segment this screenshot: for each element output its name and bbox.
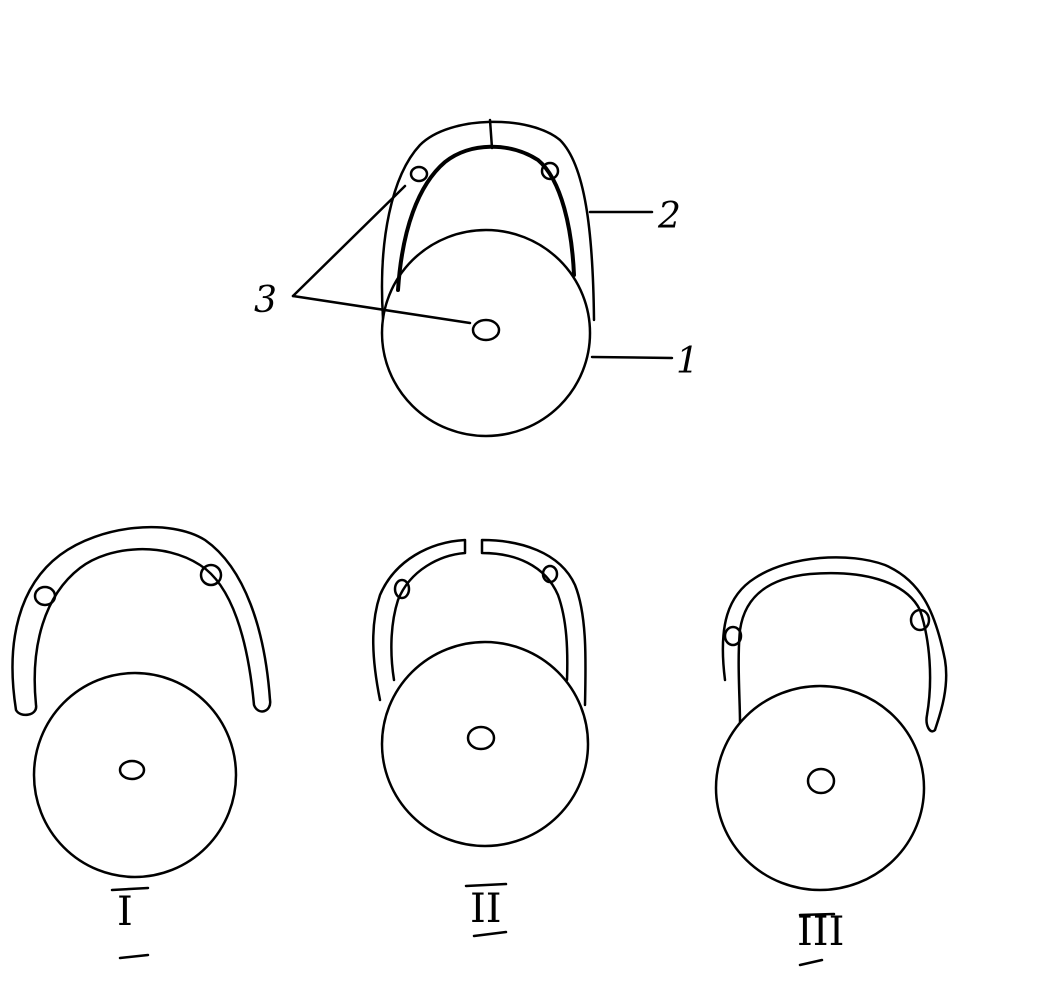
leader-1 [590, 355, 674, 360]
variant-1-label: I [117, 889, 133, 935]
leader-3a [291, 184, 407, 298]
disc-center-hole [471, 318, 501, 342]
variant-2-overline [464, 882, 508, 888]
arch-hole-right [540, 161, 560, 181]
variant-1-arch-hole-right [199, 563, 223, 587]
variant-1-disc [32, 671, 238, 879]
variant-2-disc [380, 640, 590, 848]
variant-3-center-hole [806, 767, 836, 795]
variant-1: I [11, 525, 272, 960]
label-1: 1 [676, 341, 699, 382]
variant-2: II [371, 538, 590, 938]
variant-3-arch [721, 556, 948, 733]
variant-2-arch-hole-left [393, 578, 411, 600]
variant-3-underline [798, 958, 824, 967]
leader-3b [291, 294, 472, 325]
label-2: 2 [657, 196, 681, 237]
variant-3-arch-hole-left [723, 625, 743, 647]
variant-1-arch [11, 525, 272, 717]
arch-outer [380, 120, 596, 322]
variant-1-overline [110, 886, 150, 892]
arch-inner [396, 144, 576, 292]
variant-3-label: III [797, 909, 844, 955]
variant-3-disc [714, 684, 926, 892]
variant-1-arch-hole-left [33, 585, 57, 607]
arch-hole-left [409, 165, 429, 183]
variant-2-arch-left [371, 538, 467, 702]
variant-3-overline [798, 912, 836, 917]
variant-1-underline [118, 953, 150, 960]
variant-3-arch-hole-right [909, 608, 931, 632]
variant-2-center-hole [466, 725, 496, 751]
variant-1-center-hole [118, 759, 146, 781]
label-3: 3 [254, 280, 277, 321]
variant-2-arch-right [480, 538, 587, 707]
arch-joint [488, 118, 494, 150]
assembled-figure: 2 1 3 [254, 118, 699, 438]
disc [380, 228, 592, 438]
variant-2-underline [472, 930, 508, 938]
variant-2-arch-hole-right [541, 564, 559, 584]
variant-2-label: II [470, 886, 502, 932]
variant-3: III [714, 556, 948, 967]
